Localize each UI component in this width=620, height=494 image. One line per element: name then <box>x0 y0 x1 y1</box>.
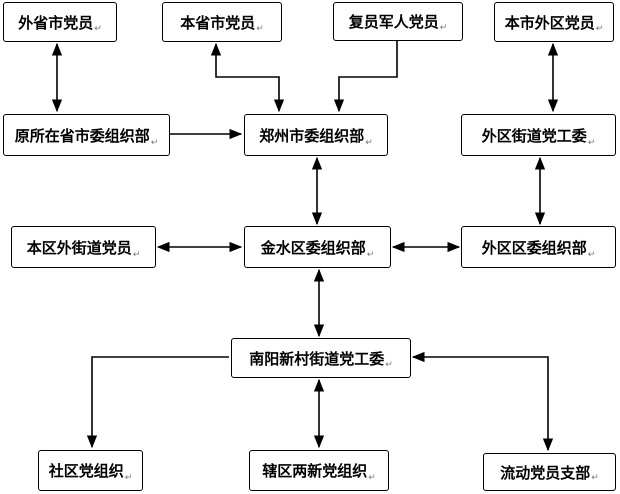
node-fuyuan-junren-dangyuan: 复员军人党员↵ <box>333 2 463 41</box>
node-label: 外省市党员 <box>18 13 94 32</box>
node-label: 辖区两新党组织 <box>262 462 368 480</box>
return-mark: ↵ <box>587 138 596 148</box>
node-liudong-dangyuan-zhibu: 流动党员支部↵ <box>483 453 616 491</box>
return-mark: ↵ <box>368 473 376 483</box>
node-label: 社区党组织 <box>48 462 124 480</box>
node-nanyang-xincun-jiedao-danggongwei: 南阳新村街道党工委↵ <box>231 338 411 378</box>
node-benshi-waiqu-dangyuan: 本市外区党员↵ <box>494 2 614 42</box>
return-mark: ↵ <box>366 250 375 260</box>
return-mark: ↵ <box>587 250 596 260</box>
node-label: 复员军人党员 <box>348 13 439 31</box>
return-mark: ↵ <box>439 23 448 33</box>
connector-fuyuan-zhengzhou <box>333 41 398 113</box>
node-bensheng-shi-dangyuan: 本省市党员↵ <box>162 2 282 42</box>
return-mark: ↵ <box>256 24 264 34</box>
node-label: 本省市党员 <box>180 13 256 32</box>
node-label: 流动党员支部 <box>500 463 591 482</box>
node-label: 外区区委组织部 <box>481 238 587 257</box>
return-mark: ↵ <box>150 138 159 148</box>
return-mark: ↵ <box>385 360 393 370</box>
node-waisheng-shi-dangyuan: 外省市党员↵ <box>3 2 117 42</box>
node-label: 本市外区党员 <box>504 13 595 32</box>
node-label: 外区街道党工委 <box>481 126 587 145</box>
node-label: 本区外街道党员 <box>26 238 132 257</box>
return-mark: ↵ <box>94 24 102 34</box>
node-waiqu-jiedao-danggongwei: 外区街道党工委↵ <box>461 114 616 156</box>
connector-nanyang-shequ <box>86 356 229 449</box>
node-label: 南阳新村街道党工委 <box>249 349 385 368</box>
node-label: 原所在省市委组织部 <box>14 126 150 145</box>
return-mark: ↵ <box>591 473 599 483</box>
node-waiqu-quwei-zuzhibu: 外区区委组织部↵ <box>461 226 616 268</box>
node-benqu-wai-jiedao-dangyuan: 本区外街道党员↵ <box>11 226 156 268</box>
return-mark: ↵ <box>365 138 373 148</box>
node-shequ-dangzuzhi: 社区党组织↵ <box>38 450 143 491</box>
node-yuansuozai-sheng-shiwei-zuzhibu: 原所在省市委组织部↵ <box>3 114 170 156</box>
return-mark: ↵ <box>132 250 141 260</box>
node-xiaqu-liangxin-dangzuzhi: 辖区两新党组织↵ <box>249 450 389 491</box>
node-label: 金水区委组织部 <box>260 238 366 257</box>
node-zhengzhou-shiwei-zuzhibu: 郑州市委组织部↵ <box>244 114 388 156</box>
return-mark: ↵ <box>595 24 604 34</box>
return-mark: ↵ <box>124 473 133 483</box>
connector-bensheng-zhengzhou <box>210 42 285 113</box>
node-jinshui-quwei-zuzhibu: 金水区委组织部↵ <box>244 226 391 268</box>
node-label: 郑州市委组织部 <box>259 126 365 145</box>
connector-nanyang-liudong <box>411 351 554 452</box>
